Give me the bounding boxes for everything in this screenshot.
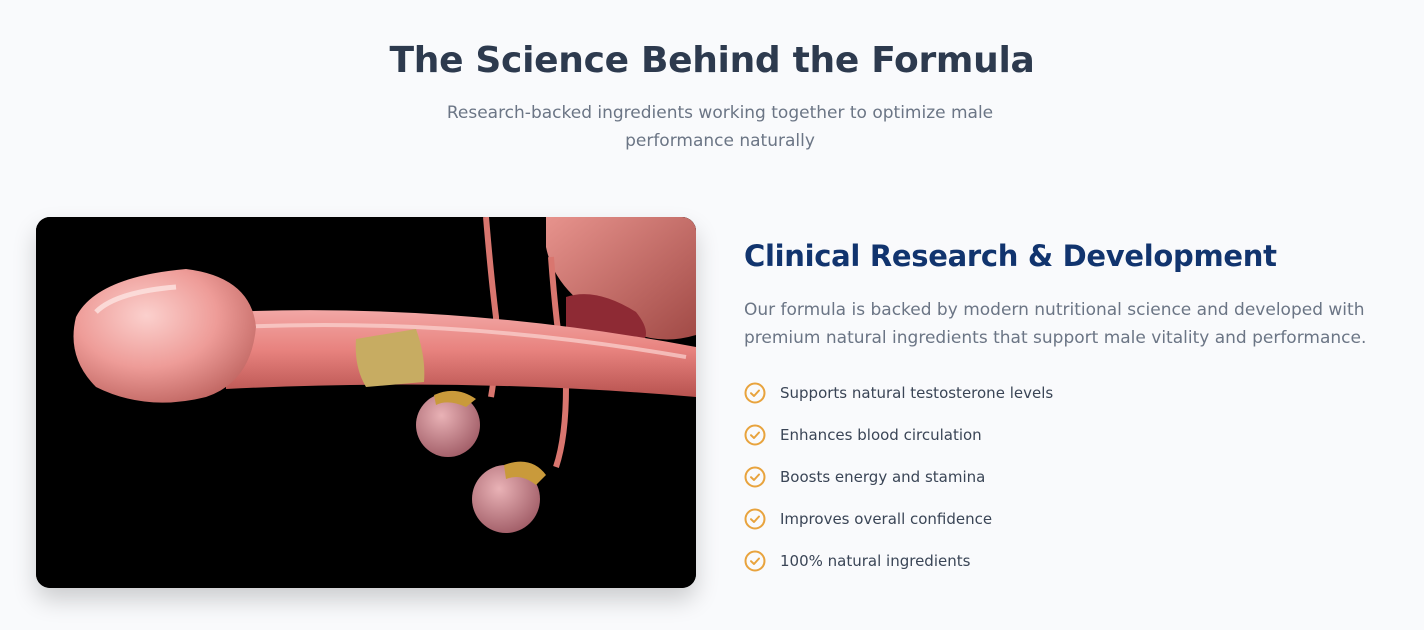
check-circle-icon <box>744 550 766 572</box>
check-circle-icon <box>744 424 766 446</box>
check-circle-icon <box>744 382 766 404</box>
anatomy-illustration-graphic <box>36 217 696 588</box>
content-title: Clinical Research & Development <box>744 239 1277 273</box>
benefit-item: Improves overall confidence <box>744 498 1414 540</box>
anatomy-illustration <box>36 217 696 588</box>
benefit-list: Supports natural testosterone levels Enh… <box>744 372 1414 582</box>
benefit-item: Enhances blood circulation <box>744 414 1414 456</box>
check-circle-icon <box>744 466 766 488</box>
benefit-label: Supports natural testosterone levels <box>780 384 1054 402</box>
benefit-item: Boosts energy and stamina <box>744 456 1414 498</box>
benefit-label: Enhances blood circulation <box>780 426 982 444</box>
benefit-label: Improves overall confidence <box>780 510 993 528</box>
check-circle-icon <box>744 508 766 530</box>
benefit-label: 100% natural ingredients <box>780 552 971 570</box>
content-description: Our formula is backed by modern nutritio… <box>744 300 1367 348</box>
benefit-item: Supports natural testosterone levels <box>744 372 1414 414</box>
benefit-item: 100% natural ingredients <box>744 540 1414 582</box>
section-title: The Science Behind the Formula <box>389 40 1035 81</box>
section-subtitle: Research-backed ingredients working toge… <box>446 103 994 151</box>
research-content: Clinical Research & Development Our form… <box>744 236 1414 582</box>
benefit-label: Boosts energy and stamina <box>780 468 986 486</box>
